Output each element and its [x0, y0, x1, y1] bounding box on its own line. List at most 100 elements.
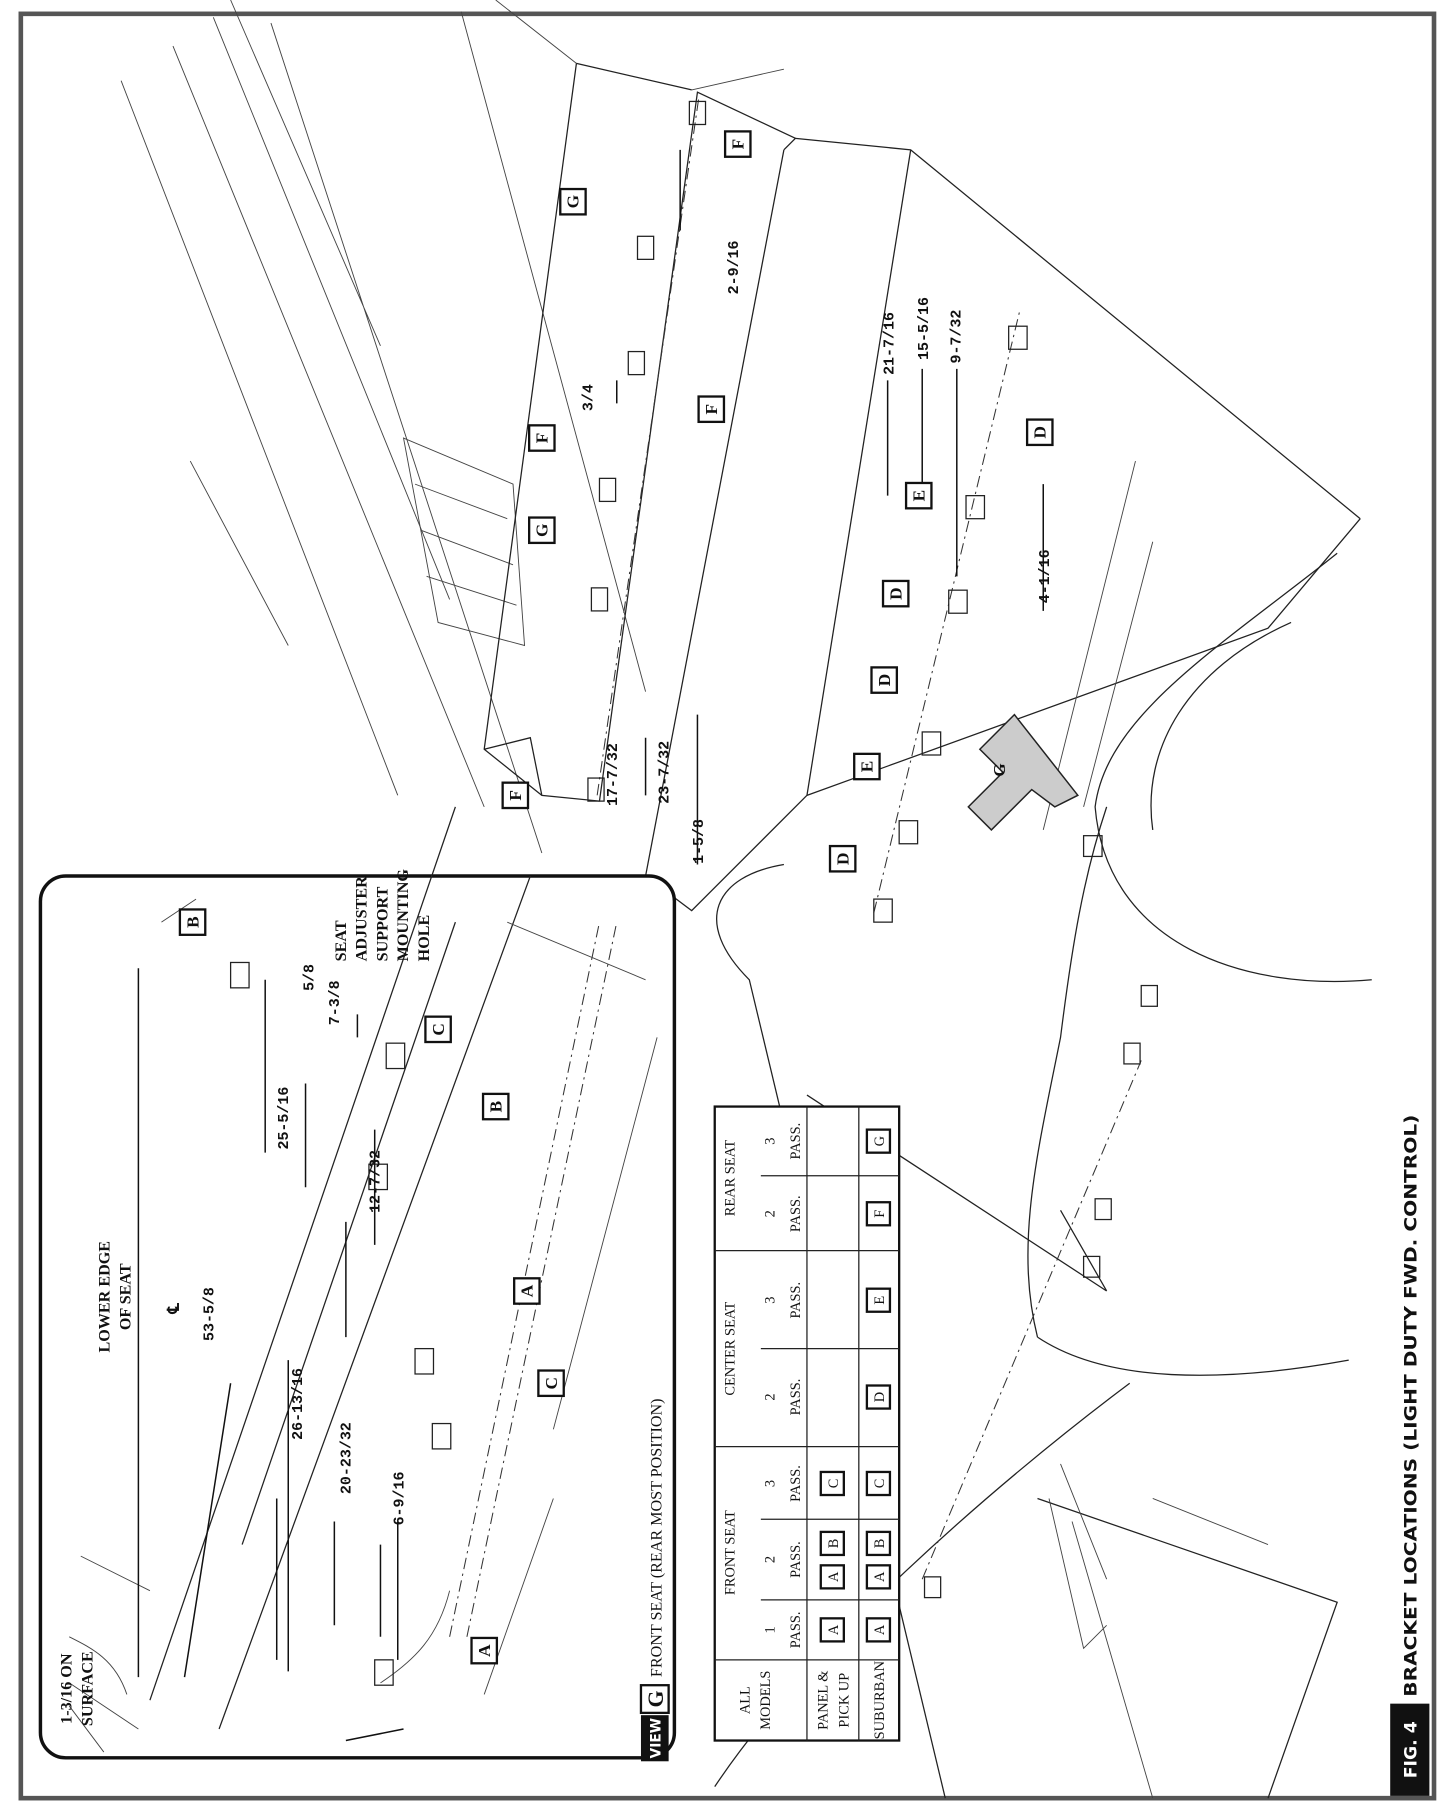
dimension-15-5-16: 15-5/16: [917, 297, 933, 360]
svg-text:E: E: [910, 490, 929, 502]
svg-text:F: F: [702, 404, 721, 415]
dimension-21-7-16: 21-7/16: [882, 312, 898, 375]
surface-note-line-2: SURFACE: [79, 1651, 96, 1726]
svg-text:3: 3: [763, 1297, 779, 1304]
svg-text:PASS.: PASS.: [788, 1379, 804, 1416]
bracket-label-f: F: [723, 130, 752, 158]
dimension-7-3-8: 7-3/8: [328, 980, 344, 1025]
bracket-label-a: A: [470, 1636, 499, 1665]
subheader-front-1: 1 PASS.: [763, 1612, 804, 1649]
dimension-26-13-16: 26-13/16: [291, 1368, 307, 1440]
group-rear-seat: REAR SEAT: [722, 1140, 738, 1217]
svg-text:D: D: [1031, 426, 1050, 438]
svg-text:B: B: [826, 1539, 842, 1549]
cell-bracket-d: D: [865, 1384, 892, 1410]
view-label: VIEW G FRONT SEAT (REAR MOST POSITION): [639, 1398, 670, 1762]
vehicle-interior-drawing: [120, 0, 1372, 1799]
main-dimensions: 2-9/16 3/4 17-7/32 23-7/32 1-5/8 21-7/16…: [582, 240, 1054, 863]
adjuster-note-line-5: HOLE: [416, 915, 433, 962]
svg-text:E: E: [872, 1296, 888, 1305]
svg-text:PASS.: PASS.: [788, 1612, 804, 1649]
dimension-5-8: 5/8: [303, 964, 319, 991]
bracket-label-g: G: [559, 187, 587, 216]
row-model-line-2: PICK UP: [836, 1673, 852, 1728]
bracket-label-d: D: [881, 579, 910, 608]
cell-bracket-a: A: [865, 1564, 892, 1590]
svg-text:G: G: [533, 524, 552, 537]
svg-text:B: B: [486, 1100, 505, 1112]
svg-text:B: B: [872, 1539, 888, 1549]
svg-text:3: 3: [763, 1480, 779, 1487]
bracket-label-d: D: [870, 666, 899, 694]
svg-text:F: F: [729, 139, 748, 150]
bracket-label-c: C: [424, 1015, 452, 1044]
bracket-label-f: F: [697, 395, 726, 424]
dimension-25-5-16: 25-5/16: [277, 1087, 293, 1150]
svg-text:F: F: [506, 790, 525, 801]
cell-bracket-g: G: [865, 1128, 892, 1154]
table-corner-line-1: ALL: [737, 1686, 753, 1714]
bracket-label-b: B: [178, 908, 207, 936]
cell-bracket-b: B: [819, 1530, 845, 1557]
svg-text:G: G: [872, 1136, 888, 1146]
outer-frame: [18, 11, 1437, 1801]
adjuster-note-line-3: SUPPORT: [374, 886, 391, 961]
view-arrow-shape: [967, 713, 1079, 831]
dimension-12-7-32: 12-7/32: [368, 1150, 384, 1213]
subheader-rear-3: 3 PASS.: [763, 1123, 804, 1160]
svg-text:D: D: [872, 1392, 888, 1402]
svg-text:A: A: [872, 1571, 888, 1582]
dimension-23-7-32: 23-7/32: [658, 741, 674, 804]
svg-text:C: C: [826, 1479, 842, 1489]
table-corner-line-2: MODELS: [758, 1671, 774, 1730]
view-arrow-letter: G: [990, 763, 1009, 776]
bracket-label-d: D: [1025, 418, 1054, 447]
svg-text:PASS.: PASS.: [788, 1282, 804, 1319]
surface-note-line-1: 1-3/16 ON: [59, 1653, 76, 1724]
table-row-panel-pickup: PANEL & PICK UP A A B C: [816, 1470, 852, 1730]
svg-text:C: C: [542, 1377, 561, 1389]
cell-bracket-c: C: [819, 1470, 845, 1497]
svg-text:2: 2: [763, 1210, 779, 1217]
group-front-seat: FRONT SEAT: [722, 1510, 738, 1595]
main-bracket-labels: F G F F G F D E D D E D G: [501, 130, 1054, 873]
bracket-selection-table: ALL MODELS FRONT SEAT CENTER SEAT REAR S…: [713, 1105, 901, 1742]
dimension-17-7-32: 17-7/32: [606, 743, 622, 806]
row-model-line-1: PANEL &: [816, 1671, 832, 1730]
dimension-9-7-32: 9-7/32: [949, 310, 965, 364]
bracket-label-g: G: [528, 516, 556, 545]
cell-bracket-c: C: [865, 1470, 892, 1497]
cell-bracket-e: E: [865, 1287, 892, 1313]
table-row-suburban: SUBURBAN A A B C D E F G: [865, 1128, 892, 1739]
subheader-center-3: 3 PASS.: [763, 1282, 804, 1319]
svg-text:D: D: [833, 852, 852, 864]
svg-text:F: F: [533, 433, 552, 444]
subheader-rear-2: 2 PASS.: [763, 1195, 804, 1232]
bracket-label-f: F: [528, 424, 556, 452]
cell-bracket-a: A: [865, 1617, 892, 1643]
bracket-label-f: F: [501, 781, 530, 810]
bracket-label-c: C: [537, 1369, 565, 1398]
svg-text:PASS.: PASS.: [788, 1195, 804, 1232]
dimension-1-5-8: 1-5/8: [692, 819, 708, 864]
svg-text:3: 3: [763, 1138, 779, 1145]
svg-text:F: F: [872, 1210, 888, 1218]
figure-caption: FIG. 4 BRACKET LOCATIONS (LIGHT DUTY FWD…: [1390, 1115, 1430, 1796]
row-model: SUBURBAN: [872, 1660, 888, 1739]
svg-text:PASS.: PASS.: [788, 1123, 804, 1160]
svg-text:1: 1: [763, 1626, 779, 1633]
figure-number: FIG. 4: [1402, 1721, 1422, 1778]
svg-text:B: B: [183, 916, 202, 928]
cell-bracket-b: B: [865, 1530, 892, 1557]
dimension-6-9-16: 6-9/16: [393, 1472, 409, 1526]
dimension-20-23-32: 20-23/32: [339, 1422, 355, 1494]
bracket-label-e: E: [853, 752, 881, 781]
svg-text:PASS.: PASS.: [788, 1541, 804, 1578]
bracket-label-a: A: [513, 1277, 541, 1305]
lower-edge-note-line-1: LOWER EDGE: [97, 1241, 114, 1353]
svg-text:A: A: [826, 1571, 842, 1582]
svg-text:2: 2: [763, 1393, 779, 1400]
